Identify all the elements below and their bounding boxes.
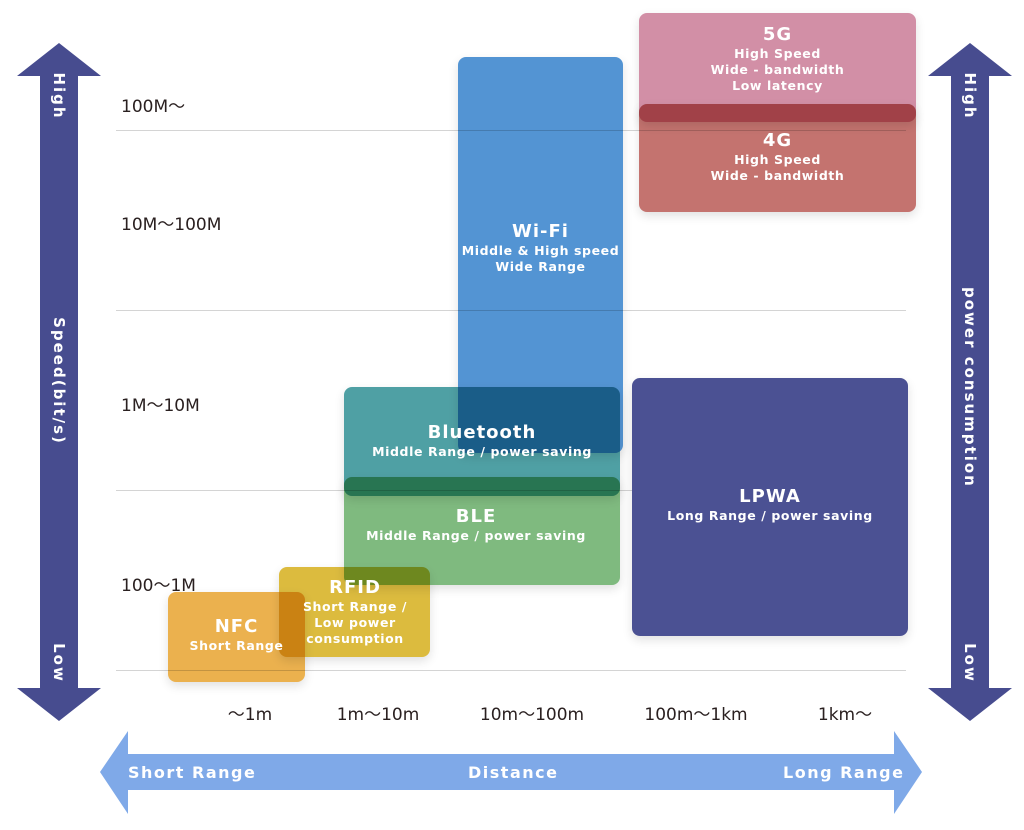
label-lpwa: LPWA Long Range / power saving [632,486,908,524]
box-5g [639,13,916,122]
tech-description: Short Range / Low power consumption [302,599,408,646]
speed-tick-label: 10M〜100M [121,215,222,235]
tech-description: Middle Range / power saving [366,528,586,543]
distance-tick-label: 10m〜100m [479,705,585,725]
tech-description: Middle Range / power saving [372,444,592,459]
speed-low-label: Low [50,643,68,683]
box-nfc [168,592,305,682]
tech-name: 5G [762,24,793,45]
tech-name: 4G [762,130,793,151]
label-ble: BLE Middle Range / power saving [344,506,608,544]
tech-name: LPWA [739,486,801,507]
power-axis-arrow [928,43,1012,721]
label-wifi: Wi-Fi Middle & High speed Wide Range [458,221,623,275]
speed-tick-label: 100M〜 [121,97,186,117]
distance-axis-title: Distance [468,763,559,782]
label-5g: 5G High Speed Wide - bandwidth Low laten… [639,24,916,94]
power-high-label: High [961,72,979,120]
box-4g [639,104,916,212]
distance-tick-label: 〜1m [227,705,273,725]
speed-tick-label: 100〜1M [121,576,196,596]
tech-description: Long Range / power saving [667,508,873,523]
tech-name: Wi-Fi [512,221,569,242]
power-low-label: Low [961,643,979,683]
speed-tick-label: 1M〜10M [121,396,200,416]
tech-name: BLE [455,506,497,527]
distance-tick-label: 1m〜10m [336,705,420,725]
tech-description: Short Range [189,638,284,653]
label-4g: 4G High Speed Wide - bandwidth [639,130,916,184]
long-range-label: Long Range [783,763,905,782]
distance-axis-arrow [100,731,922,814]
label-bluetooth: Bluetooth Middle Range / power saving [344,422,620,460]
short-range-label: Short Range [128,763,257,782]
speed-high-label: High [50,72,68,120]
distance-tick-label: 100m〜1km [644,705,748,725]
tech-name: RFID [329,577,381,598]
label-rfid: RFID Short Range / Low power consumption [291,577,419,647]
tech-name: NFC [214,616,259,637]
distance-tick-label: 1km〜 [817,705,873,725]
tech-description: High Speed Wide - bandwidth Low latency [710,46,845,93]
speed-axis-arrow [17,43,101,721]
box-lpwa [632,378,908,636]
speed-axis-title: Speed(bit/s) [50,317,68,445]
tech-name: Bluetooth [427,422,537,443]
power-axis-title: power consumption [961,287,979,488]
tech-description: Middle & High speed Wide Range [461,243,620,274]
gridline [116,670,906,671]
tech-description: High Speed Wide - bandwidth [710,152,845,183]
label-nfc: NFC Short Range [168,616,305,654]
